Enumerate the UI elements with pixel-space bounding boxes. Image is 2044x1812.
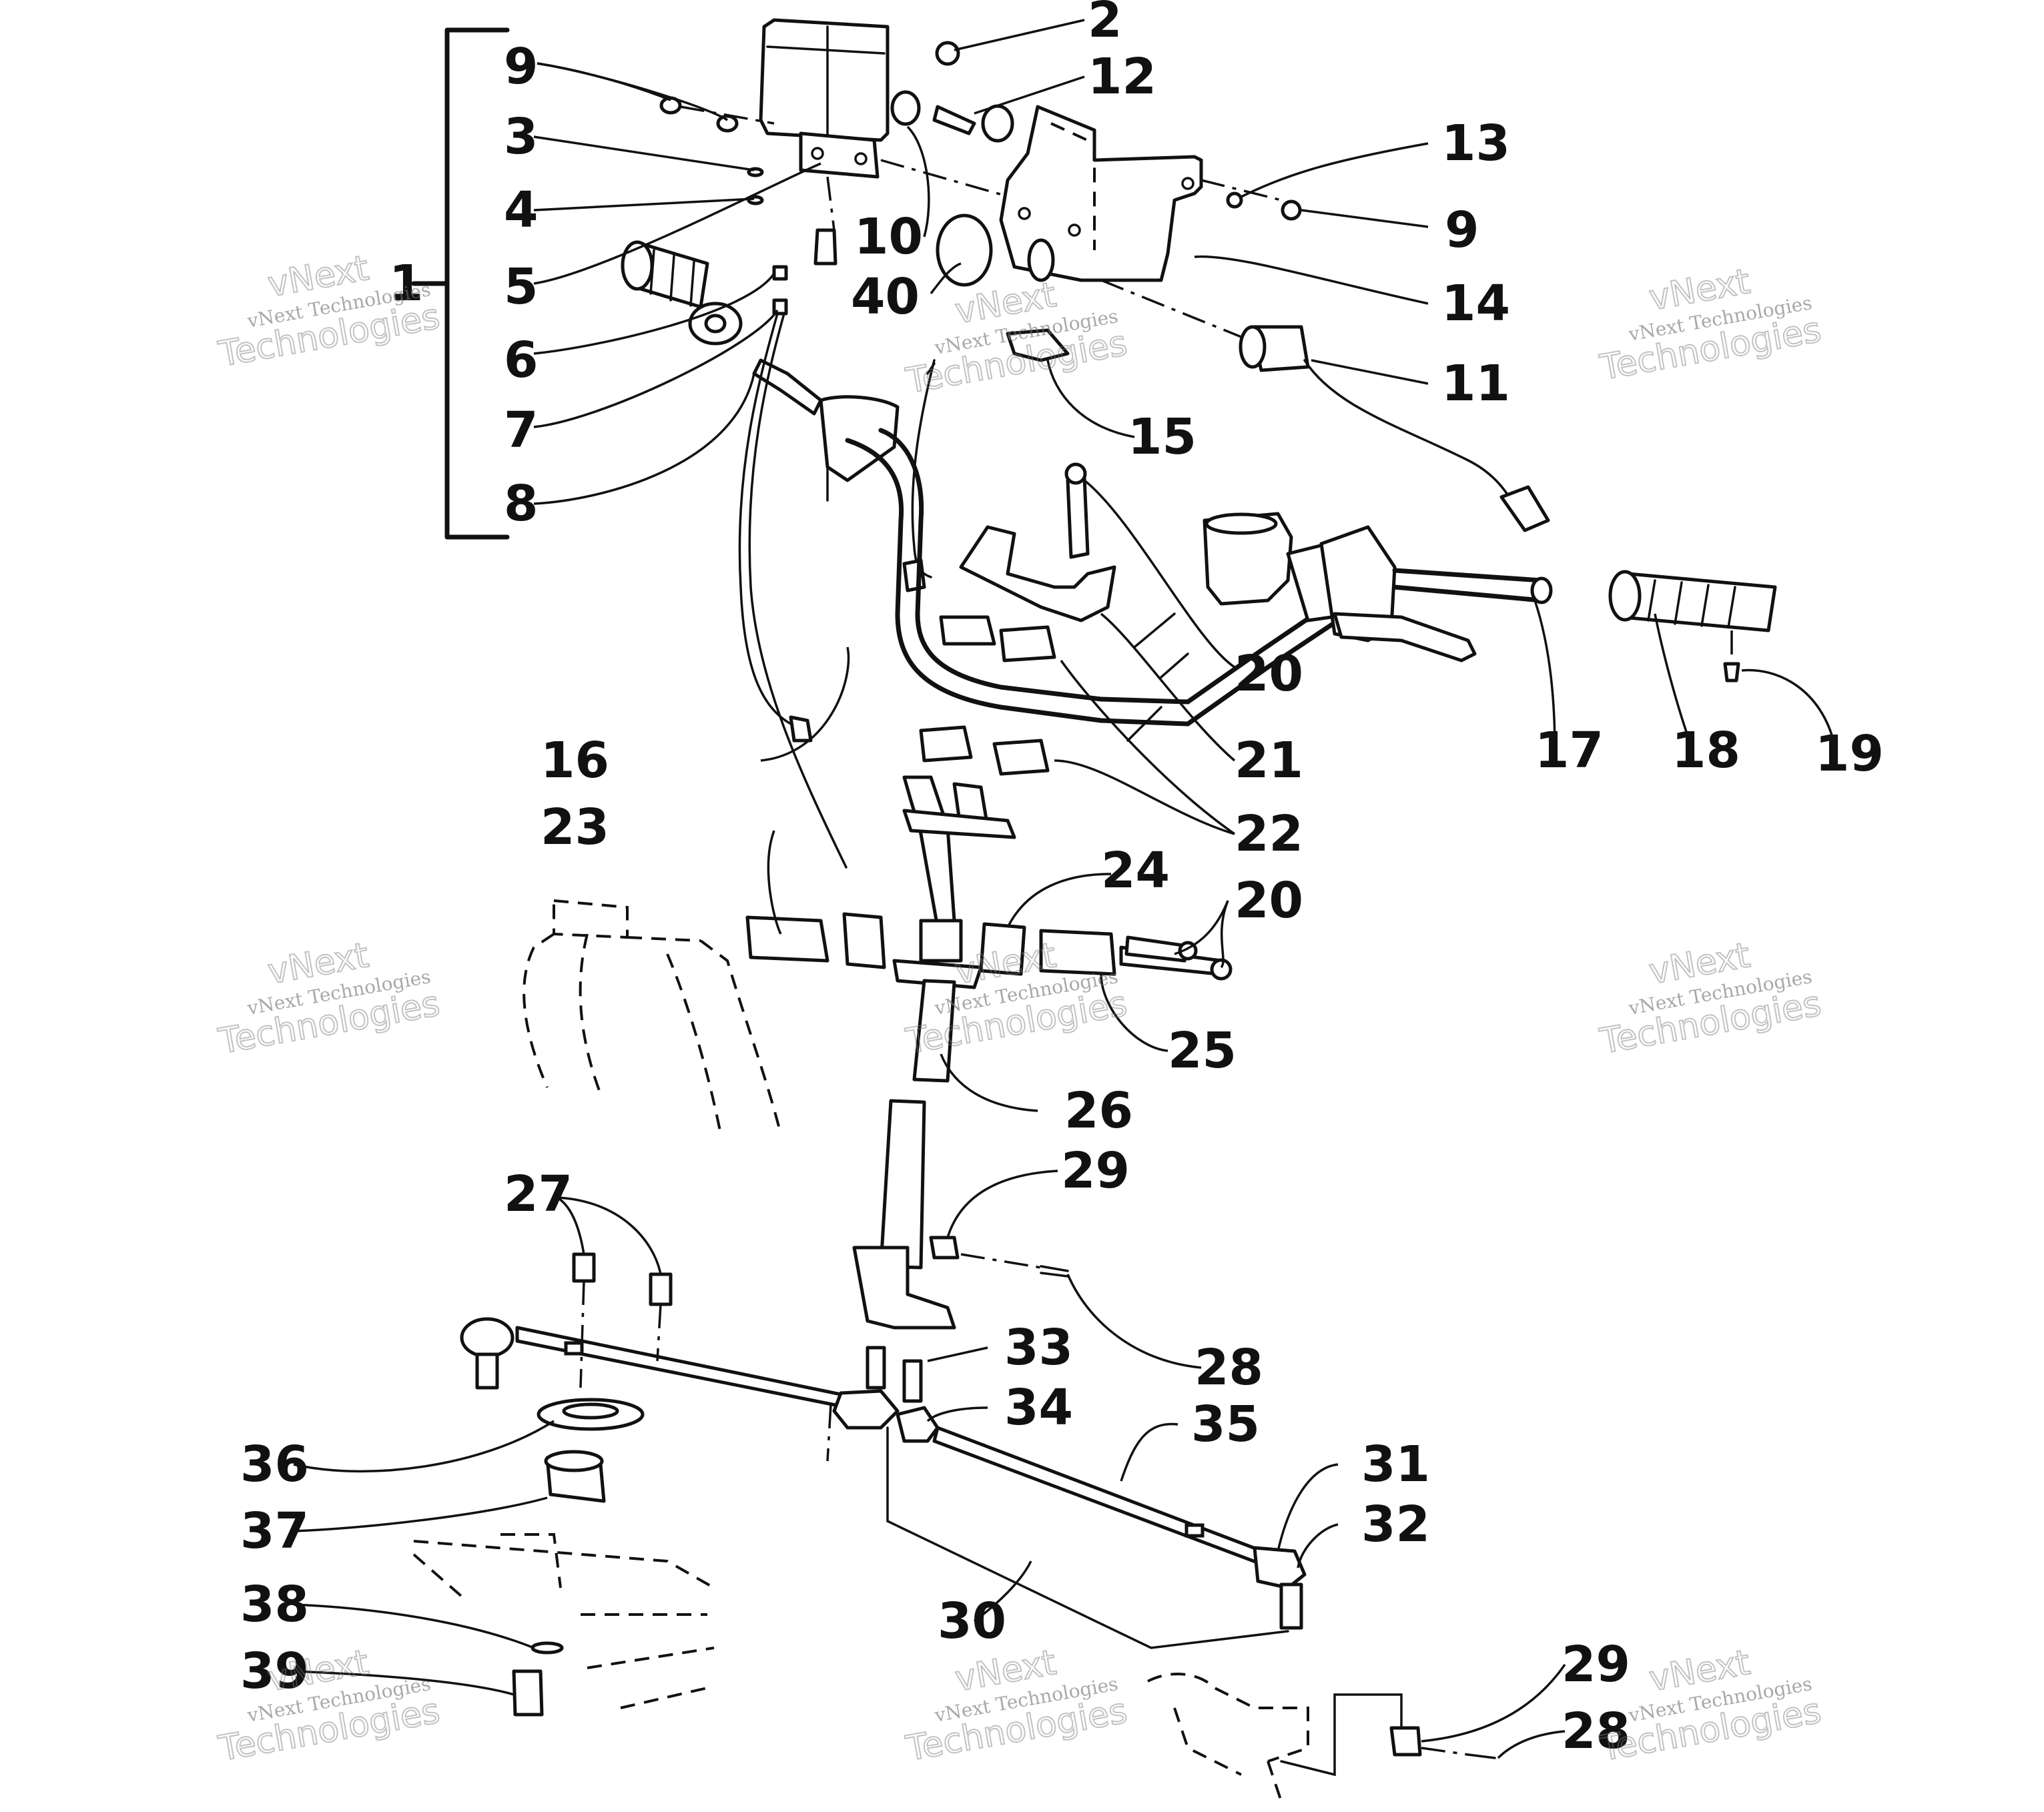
tie-rods bbox=[460, 1317, 1307, 1630]
watermark: vNext vNext Technologies Technologies bbox=[902, 274, 1130, 402]
lower-frame bbox=[412, 1533, 715, 1709]
watermark: vNext vNext Technologies Technologies bbox=[215, 935, 443, 1063]
spindle bbox=[1147, 1673, 1309, 1802]
callout-36: 36 bbox=[240, 1436, 309, 1493]
callout-14: 14 bbox=[1441, 275, 1510, 332]
callout-6: 6 bbox=[504, 332, 539, 389]
callout-31: 31 bbox=[1361, 1436, 1430, 1493]
callout-34: 34 bbox=[1004, 1379, 1073, 1436]
callout-32: 32 bbox=[1361, 1496, 1430, 1553]
callout-labels: 1 2 3 4 5 6 7 8 9 9 10 11 12 13 14 15 16… bbox=[240, 0, 1884, 1760]
grip-screw bbox=[1723, 662, 1740, 683]
callout-9-right: 9 bbox=[1445, 201, 1479, 259]
callout-29-upper: 29 bbox=[1061, 1142, 1130, 1200]
callout-26: 26 bbox=[1064, 1082, 1133, 1140]
callout-35: 35 bbox=[1191, 1396, 1260, 1453]
callout-3: 3 bbox=[504, 108, 539, 165]
callout-21: 21 bbox=[1235, 732, 1303, 789]
callout-22: 22 bbox=[1235, 805, 1303, 863]
left-grip bbox=[621, 240, 743, 346]
callout-19: 19 bbox=[1815, 725, 1884, 783]
callout-37: 37 bbox=[240, 1502, 309, 1560]
callout-28-lower: 28 bbox=[1562, 1703, 1630, 1760]
right-grip bbox=[1608, 570, 1777, 632]
callout-5: 5 bbox=[504, 258, 539, 316]
callout-18: 18 bbox=[1672, 722, 1740, 779]
callout-10: 10 bbox=[854, 208, 923, 266]
clamp-bracket bbox=[959, 462, 1116, 622]
callout-20-upper: 20 bbox=[1235, 645, 1303, 703]
bolts-33-34 bbox=[866, 1346, 923, 1403]
callout-12: 12 bbox=[1088, 48, 1156, 105]
callout-30: 30 bbox=[938, 1593, 1006, 1650]
callout-17: 17 bbox=[1535, 722, 1604, 779]
callout-38: 38 bbox=[240, 1576, 309, 1633]
callout-23: 23 bbox=[541, 799, 609, 856]
leader-lines bbox=[293, 19, 1836, 1759]
callout-4: 4 bbox=[504, 181, 539, 239]
callout-2: 2 bbox=[1088, 0, 1122, 49]
frame-outline bbox=[523, 899, 782, 1135]
throttle-housing bbox=[738, 312, 936, 869]
decal bbox=[936, 213, 993, 287]
callout-40: 40 bbox=[851, 268, 920, 326]
brake-master-cylinder bbox=[1203, 512, 1553, 662]
steering-post bbox=[852, 775, 1016, 1330]
watermark: vNext vNext Technologies Technologies bbox=[1596, 935, 1824, 1063]
group-bracket bbox=[444, 27, 510, 540]
bearing-parts bbox=[512, 1398, 645, 1717]
speedometer bbox=[759, 18, 890, 179]
lower-castle-nut bbox=[1389, 1726, 1422, 1757]
mid-clamps bbox=[745, 912, 1233, 981]
callout-16: 16 bbox=[541, 732, 609, 789]
switch-bracket bbox=[1006, 328, 1070, 362]
callout-24: 24 bbox=[1101, 842, 1170, 899]
callout-7: 7 bbox=[504, 402, 539, 459]
callout-25: 25 bbox=[1168, 1022, 1237, 1079]
main-cable bbox=[926, 362, 936, 375]
part-drawing bbox=[411, 18, 1777, 1802]
callout-1: 1 bbox=[389, 255, 424, 312]
light-switch bbox=[1239, 325, 1550, 532]
callout-13: 13 bbox=[1441, 115, 1510, 172]
callout-20-lower: 20 bbox=[1235, 872, 1303, 929]
callout-15: 15 bbox=[1128, 408, 1197, 466]
bolts-27 bbox=[572, 1252, 673, 1306]
callout-11: 11 bbox=[1441, 355, 1510, 412]
castle-nut bbox=[929, 1236, 960, 1260]
callout-29-lower: 29 bbox=[1562, 1636, 1630, 1693]
callout-28-upper: 28 bbox=[1195, 1339, 1263, 1396]
watermark: vNext vNext Technologies Technologies bbox=[1596, 261, 1824, 389]
callout-9-left: 9 bbox=[504, 38, 539, 95]
watermark: vNext vNext Technologies Technologies bbox=[902, 1642, 1130, 1770]
callout-39: 39 bbox=[240, 1643, 309, 1700]
callout-33: 33 bbox=[1004, 1319, 1073, 1376]
callout-8: 8 bbox=[504, 475, 539, 532]
upper-clamps bbox=[919, 615, 1056, 776]
handlebar-cover bbox=[999, 105, 1203, 282]
callout-27: 27 bbox=[504, 1166, 573, 1223]
